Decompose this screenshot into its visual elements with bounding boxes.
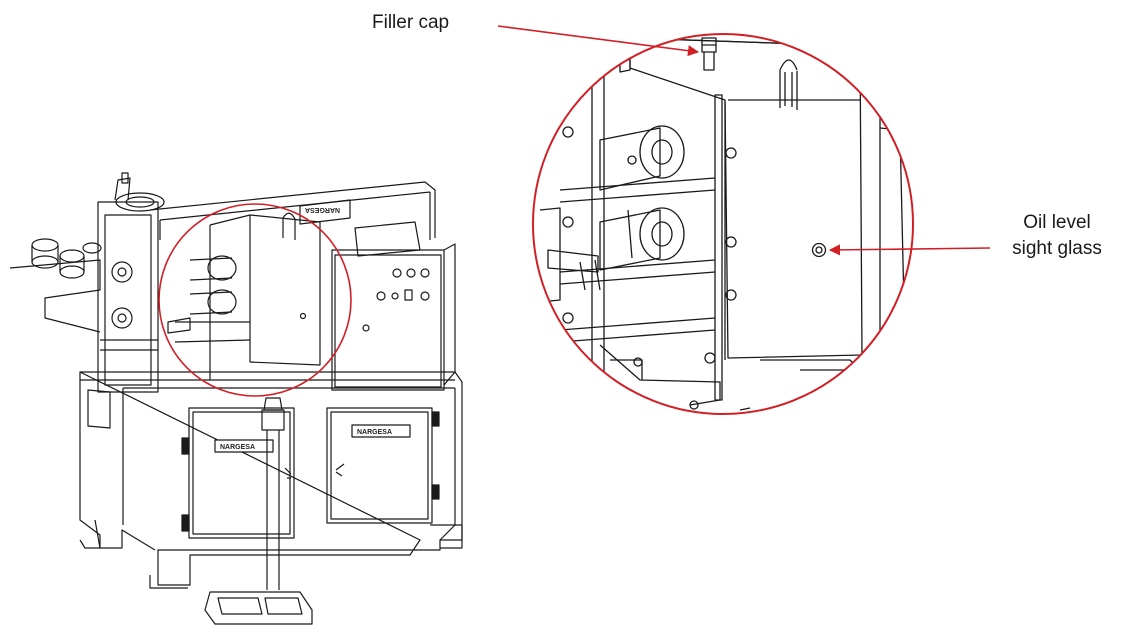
left-roller-stand [97, 172, 165, 393]
oil-level-label-line2: sight glass [1012, 238, 1102, 259]
main-machine: NARGESA NARGESA NARGESA [9, 172, 463, 625]
upper-housing: NARGESA [149, 181, 436, 257]
foot-pedal [204, 397, 313, 625]
oil-level-label-line1: Oil level [1023, 212, 1091, 233]
small-interior [167, 212, 321, 380]
detail-circle-small [158, 203, 352, 397]
oil-level-sight-glass-label: Oil level sight glass [992, 210, 1122, 262]
brand-plate-front: NARGESA [305, 206, 340, 213]
sight-glass-arrow [828, 244, 991, 256]
zoomed-detail [532, 33, 914, 415]
filler-cap-arrow [497, 25, 700, 57]
detail-circle-large [532, 33, 914, 415]
guide-rollers [9, 238, 102, 333]
base-cabinet [79, 371, 463, 589]
cabinet-door-right: NARGESA [326, 407, 440, 524]
control-box [331, 243, 456, 391]
brand-plate-left-door: NARGESA [220, 444, 255, 451]
brand-plate-right-door: NARGESA [357, 429, 392, 436]
cabinet-door-left: NARGESA [181, 407, 295, 539]
filler-cap-label: Filler cap [372, 12, 450, 33]
